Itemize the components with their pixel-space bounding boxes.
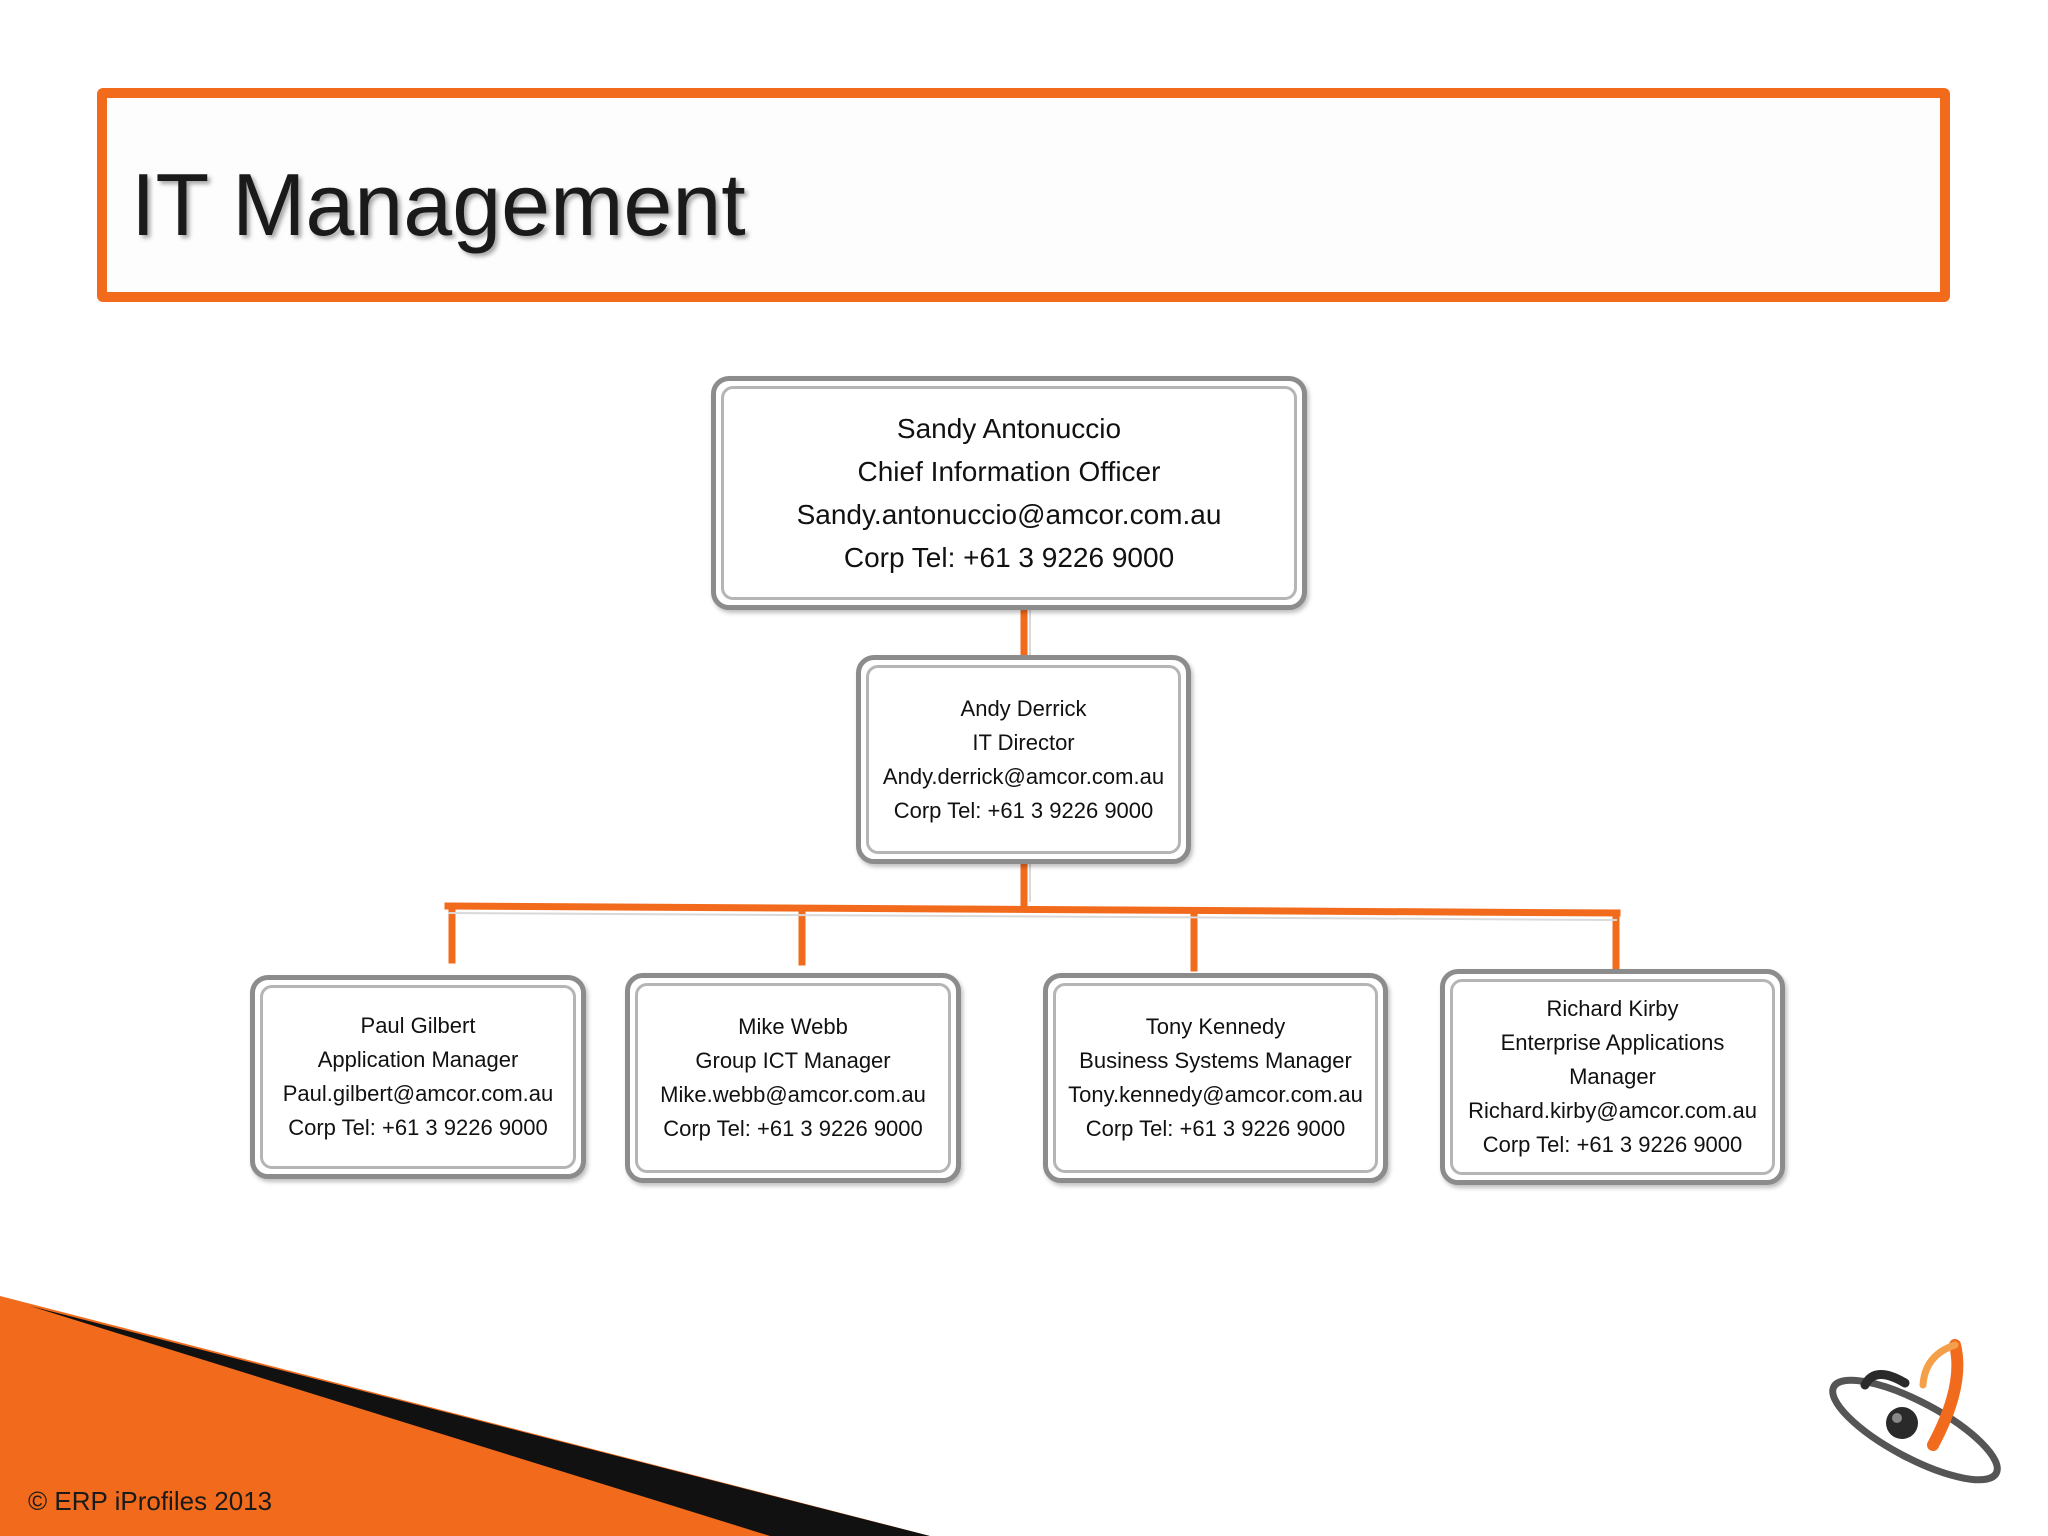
director-phone: Corp Tel: +61 3 9226 9000 <box>893 797 1154 823</box>
org-node-tony-kennedy-content: Tony Kennedy Business Systems Manager To… <box>1053 983 1378 1173</box>
org-node-director-content: Andy Derrick IT Director Andy.derrick@am… <box>866 665 1181 854</box>
slide-title: IT Management <box>131 155 746 254</box>
org-node-mike-webb: Mike Webb Group ICT Manager Mike.webb@am… <box>625 973 961 1183</box>
org-node-mike-webb-content: Mike Webb Group ICT Manager Mike.webb@am… <box>635 983 951 1173</box>
report-phone: Corp Tel: +61 3 9226 9000 <box>1085 1116 1346 1141</box>
report-name: Tony Kennedy <box>1145 1014 1286 1039</box>
report-phone: Corp Tel: +61 3 9226 9000 <box>663 1116 923 1141</box>
report-role: Group ICT Manager <box>695 1048 891 1073</box>
report-role: Application Manager <box>317 1047 519 1072</box>
org-node-paul-gilbert: Paul Gilbert Application Manager Paul.gi… <box>250 975 586 1179</box>
director-email: Andy.derrick@amcor.com.au <box>882 763 1165 789</box>
org-node-cio-content: Sandy Antonuccio Chief Information Offic… <box>721 386 1297 600</box>
report-name: Paul Gilbert <box>360 1013 476 1038</box>
cio-phone: Corp Tel: +61 3 9226 9000 <box>843 542 1175 573</box>
cio-name: Sandy Antonuccio <box>896 413 1122 444</box>
report-email: Paul.gilbert@amcor.com.au <box>282 1081 554 1106</box>
org-node-director: Andy Derrick IT Director Andy.derrick@am… <box>856 655 1191 864</box>
footer-copyright: © ERP iProfiles 2013 <box>28 1486 273 1516</box>
org-node-cio: Sandy Antonuccio Chief Information Offic… <box>711 376 1307 610</box>
erp-iprofiles-logo-icon <box>1829 1339 2001 1484</box>
report-email: Richard.kirby@amcor.com.au <box>1468 1098 1757 1123</box>
cio-role: Chief Information Officer <box>857 456 1161 487</box>
title-frame: IT Management <box>97 88 1950 302</box>
report-role: Business Systems Manager <box>1079 1048 1352 1073</box>
report-email: Tony.kennedy@amcor.com.au <box>1068 1082 1363 1107</box>
report-name: Mike Webb <box>738 1014 848 1039</box>
org-node-paul-gilbert-content: Paul Gilbert Application Manager Paul.gi… <box>260 985 576 1169</box>
org-node-tony-kennedy: Tony Kennedy Business Systems Manager To… <box>1043 973 1388 1183</box>
report-name: Richard Kirby <box>1546 996 1679 1021</box>
director-role: IT Director <box>972 729 1075 755</box>
report-phone: Corp Tel: +61 3 9226 9000 <box>288 1115 548 1140</box>
cio-email: Sandy.antonuccio@amcor.com.au <box>796 499 1222 530</box>
report-role-line2: Manager <box>1569 1064 1656 1089</box>
director-name: Andy Derrick <box>960 695 1087 721</box>
org-node-richard-kirby: Richard Kirby Enterprise Applications Ma… <box>1440 969 1785 1185</box>
report-email: Mike.webb@amcor.com.au <box>660 1082 926 1107</box>
connector-bus <box>444 902 1621 917</box>
org-node-richard-kirby-content: Richard Kirby Enterprise Applications Ma… <box>1450 979 1775 1175</box>
report-phone: Corp Tel: +61 3 9226 9000 <box>1482 1132 1743 1157</box>
report-role-line1: Enterprise Applications <box>1500 1030 1725 1055</box>
